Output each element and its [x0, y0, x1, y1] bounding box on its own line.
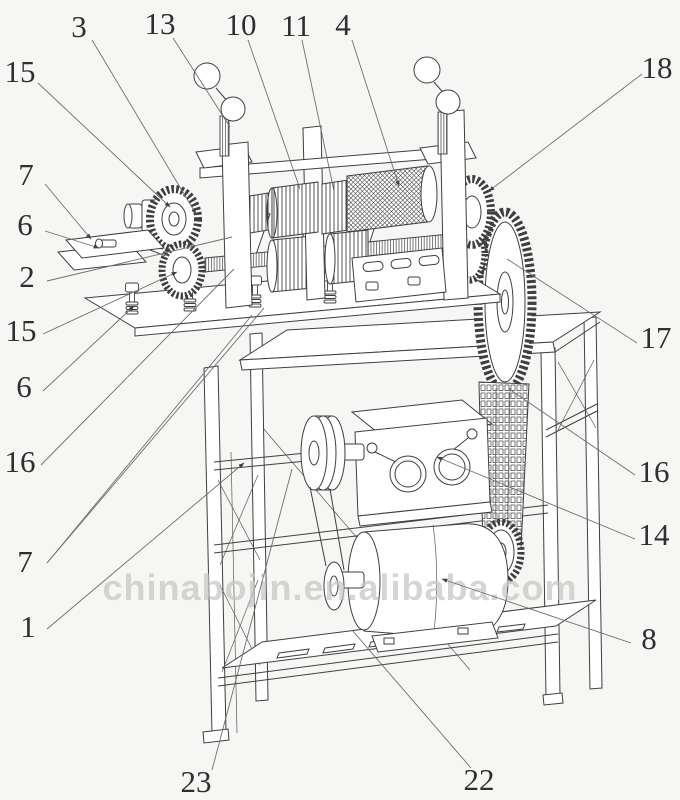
callout-11: 11 — [281, 8, 311, 43]
upper-rollers — [249, 165, 438, 239]
callout-6-lower: 6 — [16, 369, 32, 404]
callout-18: 18 — [642, 50, 673, 85]
leg-left-front — [203, 365, 227, 735]
callout-14: 14 — [639, 517, 671, 552]
ball-handle-screw-right — [413, 56, 461, 155]
stand-frame — [202, 311, 603, 744]
callout-13: 13 — [145, 6, 176, 41]
post-left — [221, 141, 253, 309]
v-belt-drive — [300, 415, 365, 571]
callout-labels: 3 13 10 11 4 18 15 7 6 2 15 6 16 7 1 17 … — [5, 6, 673, 799]
callout-22: 22 — [464, 762, 495, 797]
callout-15-top: 15 — [5, 54, 36, 89]
electric-motor — [323, 523, 509, 653]
watermark-text: chinabojin.en.alibaba.com — [102, 567, 577, 608]
callout-10: 10 — [226, 7, 257, 42]
foot-left — [202, 728, 230, 744]
gear-train-left — [123, 185, 206, 300]
callout-3: 3 — [71, 9, 87, 44]
leg-right-back — [583, 316, 603, 690]
lower-rollers — [266, 229, 369, 293]
leg-right-front — [540, 347, 561, 699]
callout-16-left: 16 — [5, 444, 36, 479]
wire-inlet-guide — [56, 229, 166, 271]
callout-8: 8 — [641, 621, 657, 656]
callout-1: 1 — [20, 609, 36, 644]
leader-lines — [37, 37, 643, 771]
callout-23: 23 — [181, 764, 212, 799]
chain-drive — [473, 207, 537, 586]
gearbox — [350, 399, 494, 527]
callout-4: 4 — [335, 7, 351, 42]
machine-head — [56, 56, 502, 337]
knurled-roller — [346, 165, 428, 233]
gearbox-pin-right — [466, 428, 478, 440]
callout-7-upper: 7 — [18, 157, 34, 192]
callout-7-lower: 7 — [17, 544, 33, 579]
callout-16-right: 16 — [639, 454, 670, 489]
drive-belt — [309, 486, 327, 567]
callout-17: 17 — [641, 320, 672, 355]
foot-right — [542, 692, 564, 706]
ball-handle-screw-left — [193, 62, 246, 157]
callout-15-mid: 15 — [6, 313, 37, 348]
callout-2: 2 — [19, 259, 35, 294]
callout-6-upper: 6 — [17, 207, 33, 242]
gearbox-pin-left — [366, 442, 378, 454]
slotted-cover-plate — [351, 247, 447, 303]
